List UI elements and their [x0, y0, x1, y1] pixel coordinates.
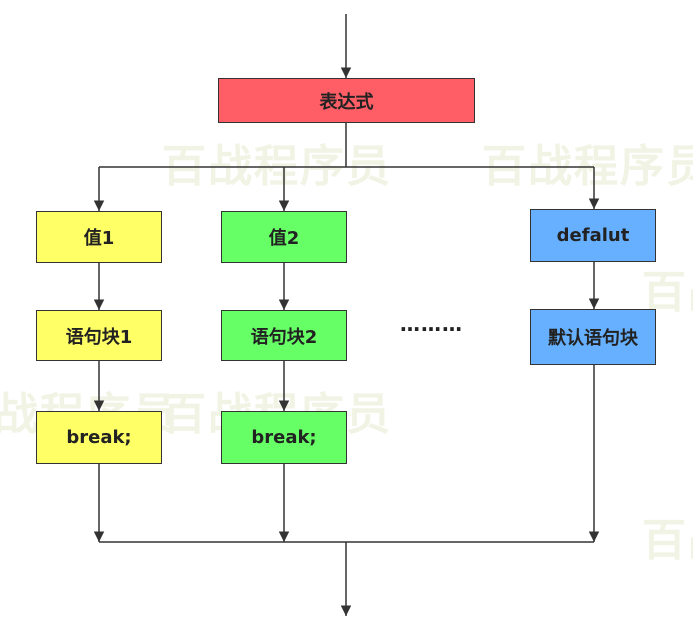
- default-case-node: defalut: [530, 209, 656, 262]
- case-value1-node: 值1: [36, 211, 162, 263]
- statement-block1-node: 语句块1: [36, 310, 162, 361]
- break1-node: break;: [36, 411, 162, 464]
- expression-node: 表达式: [218, 78, 475, 123]
- default-statement-block-node: 默认语句块: [530, 309, 656, 365]
- statement-block2-node: 语句块2: [221, 310, 347, 361]
- case-value2-node: 值2: [221, 211, 347, 263]
- break2-node: break;: [221, 411, 347, 464]
- ellipsis-more-cases: ………: [400, 312, 463, 336]
